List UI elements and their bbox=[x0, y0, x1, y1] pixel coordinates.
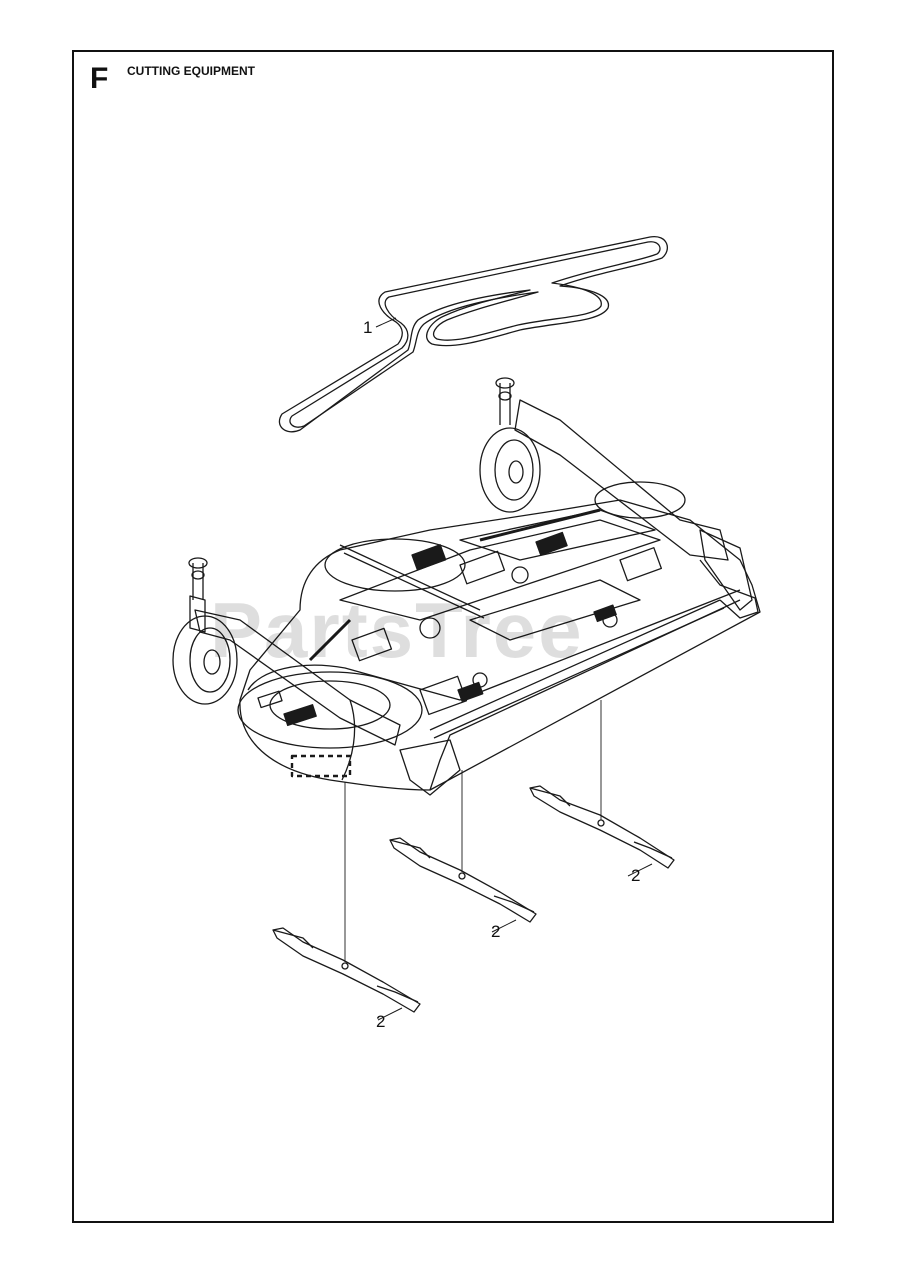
callout-label-blade-middle: 2 bbox=[491, 922, 501, 941]
mower-blade-right[interactable] bbox=[529, 785, 675, 869]
drive-belt[interactable] bbox=[278, 236, 668, 433]
mower-blade-middle[interactable] bbox=[389, 837, 537, 923]
callout-leader-blade-left bbox=[377, 1007, 403, 1021]
callout-leader-blade-right bbox=[627, 863, 653, 877]
mower-blade-left[interactable] bbox=[272, 927, 421, 1013]
callout-label-blade-left: 2 bbox=[376, 1012, 386, 1031]
watermark-text: PartsTree bbox=[210, 586, 584, 674]
callout-leader-blade-middle bbox=[491, 919, 517, 933]
section-letter: F bbox=[90, 62, 109, 95]
drawing-frame bbox=[72, 50, 834, 1223]
callout-leader-belt bbox=[375, 317, 397, 328]
callout-label-blade-right: 2 bbox=[631, 866, 641, 885]
section-title: CUTTING EQUIPMENT bbox=[127, 64, 255, 78]
mower-deck-assembly[interactable] bbox=[172, 377, 761, 796]
callout-label-belt: 1 bbox=[363, 318, 373, 337]
